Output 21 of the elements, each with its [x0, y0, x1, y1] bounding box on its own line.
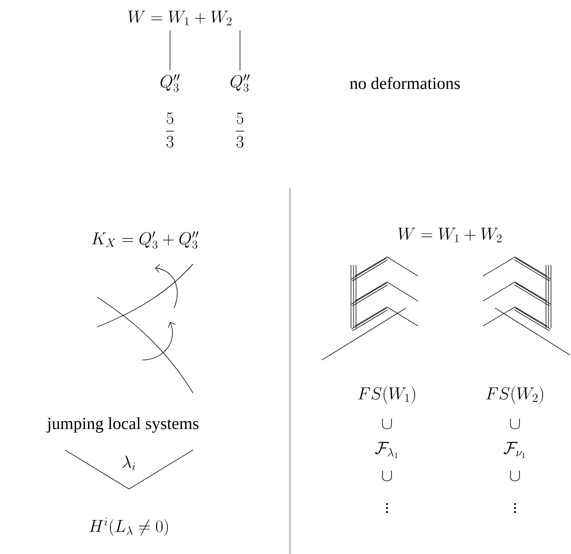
inclusion-symbol: $\cup$ — [510, 418, 520, 430]
formula: $W = W_1 + W_2$ — [398, 228, 502, 242]
formula: $FS(W_2)$ — [486, 386, 544, 404]
inclusion-symbol: $\cup$ — [382, 418, 392, 430]
formula: $W = W_1 + W_2$ — [128, 10, 232, 26]
formula: $K_X = Q'_3 + Q''_3$ — [92, 231, 198, 249]
vertical-dots: $\vdots$ — [514, 502, 516, 513]
caption-text: jumping local systems — [46, 417, 198, 433]
inclusion-symbol: $\cup$ — [382, 470, 392, 482]
fraction: $\frac{5}{3}$ — [236, 112, 244, 148]
formula: $\lambda_i$ — [122, 456, 136, 470]
formula: $Q''_3$ — [230, 74, 250, 92]
formula: $\mathcal{F}_{\nu_1}$ — [504, 442, 526, 458]
formula: $Q''_3$ — [160, 74, 180, 92]
fraction: $\frac{5}{3}$ — [166, 112, 174, 148]
vertical-dots: $\vdots$ — [386, 502, 388, 513]
formula: $\mathcal{F}_{\lambda_1}$ — [375, 442, 398, 458]
note-text: no deformations — [350, 76, 460, 90]
inclusion-symbol: $\cup$ — [510, 470, 520, 482]
formula: $H^i(L_\lambda \neq 0)$ — [89, 518, 168, 536]
formula: $FS(W_1)$ — [358, 386, 416, 404]
